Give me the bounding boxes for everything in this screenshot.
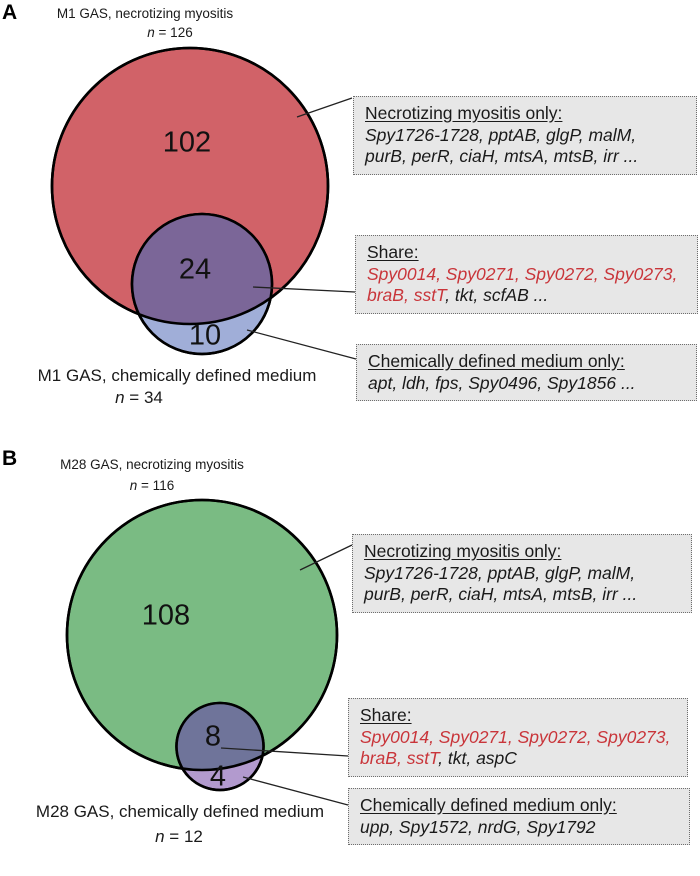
circle-bottom-title: M28 GAS, chemically defined medium (35, 802, 325, 821)
n-symbol: n (147, 25, 155, 40)
gene-list-line: braB, sstT, tkt, scfAB ... (367, 285, 686, 307)
gene-list-line: Spy1726-1728, pptAB, glgP, malM, (364, 562, 636, 583)
gene-list-line-red: Spy0014, Spy0271, Spy0272, Spy0273, (367, 263, 678, 284)
n-symbol: n (155, 827, 165, 846)
n-count: n = 126 (147, 25, 192, 40)
venn-diagram-a (50, 46, 357, 360)
n-value: = 126 (154, 25, 193, 40)
n-value: = 12 (164, 827, 203, 846)
circle-title: M1 GAS, necrotizing myositis (56, 6, 234, 21)
venn-diagram-b (65, 498, 353, 806)
gene-list-line: Spy1726-1728, pptAB, glgP, malM, (365, 124, 637, 145)
leader-line-myositis (299, 544, 353, 571)
box-title: Chemically defined medium only: (360, 795, 617, 815)
gene-list-line: upp, Spy1572, nrdG, Spy1792 (360, 816, 596, 837)
share-box: Share: Spy0014, Spy0271, Spy0272, Spy027… (355, 235, 698, 314)
leader-line-medium (246, 329, 357, 360)
gene-list-line: braB, sstT, tkt, aspC (360, 748, 676, 770)
share-box: Share: Spy0014, Spy0271, Spy0272, Spy027… (348, 698, 688, 777)
leader-line-share (220, 747, 349, 757)
n-count: n = 12 (155, 827, 203, 847)
circle-bottom-title: M1 GAS, chemically defined medium (37, 366, 317, 385)
shared-genes-black: , tkt, aspC (438, 748, 517, 768)
n-count: n = 116 (130, 478, 174, 493)
necrotizing-myositis-circle-outline (50, 46, 330, 326)
n-symbol: n (115, 388, 125, 407)
n-value: = 116 (137, 478, 175, 493)
necrotizing-myositis-only-box: Necrotizing myositis only: Spy1726-1728,… (352, 534, 692, 613)
leader-line-myositis (296, 97, 353, 118)
small-region-count: 10 (188, 319, 222, 352)
panel-letter: A (2, 1, 18, 24)
box-title: Necrotizing myositis only: (365, 103, 563, 123)
leader-line-medium (242, 776, 349, 806)
box-title: Necrotizing myositis only: (364, 541, 562, 561)
circle-title: M28 GAS, necrotizing myositis (60, 457, 244, 472)
panel-a: A M1 GAS, necrotizing myositis n = 126 1… (2, 1, 698, 408)
box-title: Share: (360, 705, 412, 725)
big-region-count: 108 (141, 599, 191, 632)
box-title: Chemically defined medium only: (368, 351, 625, 371)
overlap-region-count: 24 (178, 253, 212, 286)
defined-medium-circle-outline (175, 701, 265, 792)
defined-medium-circle-outline (130, 212, 274, 356)
necrotizing-myositis-circle-outline (65, 498, 339, 772)
shared-genes-red: braB, sstT (360, 748, 439, 768)
gene-list-line: purB, perR, ciaH, mtsA, mtsB, irr ... (365, 146, 639, 166)
panel-b: B M28 GAS, necrotizing myositis n = 116 … (0, 438, 700, 876)
overlap-region-count: 8 (204, 720, 222, 753)
defined-medium-only-box: Chemically defined medium only: upp, Spy… (348, 788, 690, 845)
small-region-count: 4 (209, 760, 227, 793)
gene-list-line: purB, perR, ciaH, mtsA, mtsB, irr ... (364, 584, 638, 604)
gene-list-line: apt, ldh, fps, Spy0496, Spy1856 ... (368, 372, 636, 393)
shared-genes-red: braB, sstT (367, 285, 446, 305)
big-region-count: 102 (162, 126, 212, 159)
defined-medium-only-box: Chemically defined medium only: apt, ldh… (356, 344, 697, 401)
box-title: Share: (367, 242, 419, 262)
shared-genes-black: , tkt, scfAB ... (445, 285, 549, 305)
n-count: n = 34 (115, 388, 163, 408)
panel-letter: B (2, 447, 18, 470)
leader-line-share (252, 286, 356, 293)
gene-list-line-red: Spy0014, Spy0271, Spy0272, Spy0273, (360, 726, 671, 747)
n-value: = 34 (124, 388, 163, 407)
n-symbol: n (129, 478, 138, 493)
necrotizing-myositis-only-box: Necrotizing myositis only: Spy1726-1728,… (353, 96, 697, 175)
